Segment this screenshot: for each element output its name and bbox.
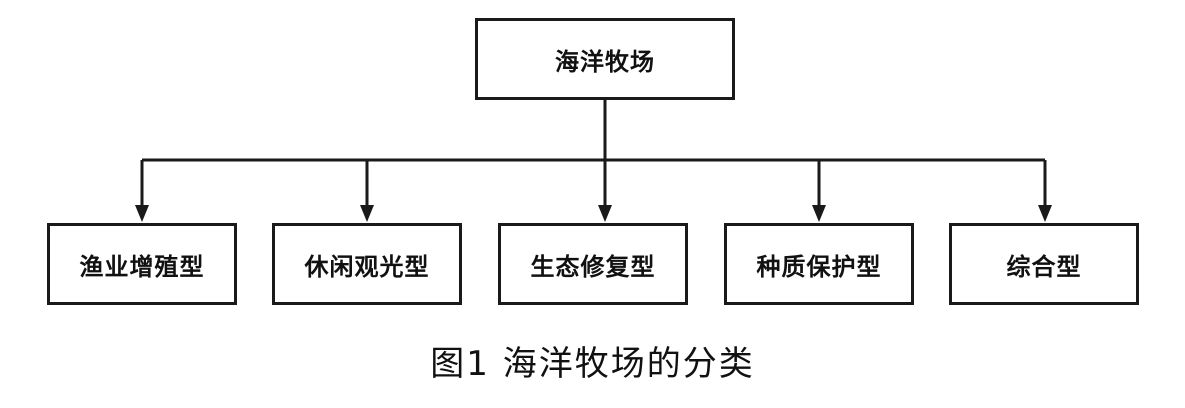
child-node-label: 渔业增殖型	[79, 252, 205, 281]
child-node-box: 综合型	[949, 223, 1139, 305]
child-node-label: 生态修复型	[530, 252, 656, 281]
arrowhead-child-3	[812, 205, 826, 222]
child-node-label: 休闲观光型	[304, 252, 430, 281]
child-node-box: 生态修复型	[498, 223, 688, 305]
figure-caption: 图1 海洋牧场的分类	[430, 344, 755, 384]
child-node-label: 种质保护型	[756, 252, 882, 281]
arrowhead-child-4	[1038, 205, 1052, 222]
child-node-box: 种质保护型	[724, 223, 914, 305]
arrowhead-child-0	[135, 205, 149, 222]
root-node-box: 海洋牧场	[475, 18, 735, 100]
child-node-box: 渔业增殖型	[47, 223, 237, 305]
root-node-label: 海洋牧场	[555, 47, 655, 76]
child-node-label: 综合型	[1006, 252, 1082, 281]
arrowhead-child-1	[360, 205, 374, 222]
arrowhead-child-2	[598, 205, 612, 222]
child-node-box: 休闲观光型	[272, 223, 462, 305]
